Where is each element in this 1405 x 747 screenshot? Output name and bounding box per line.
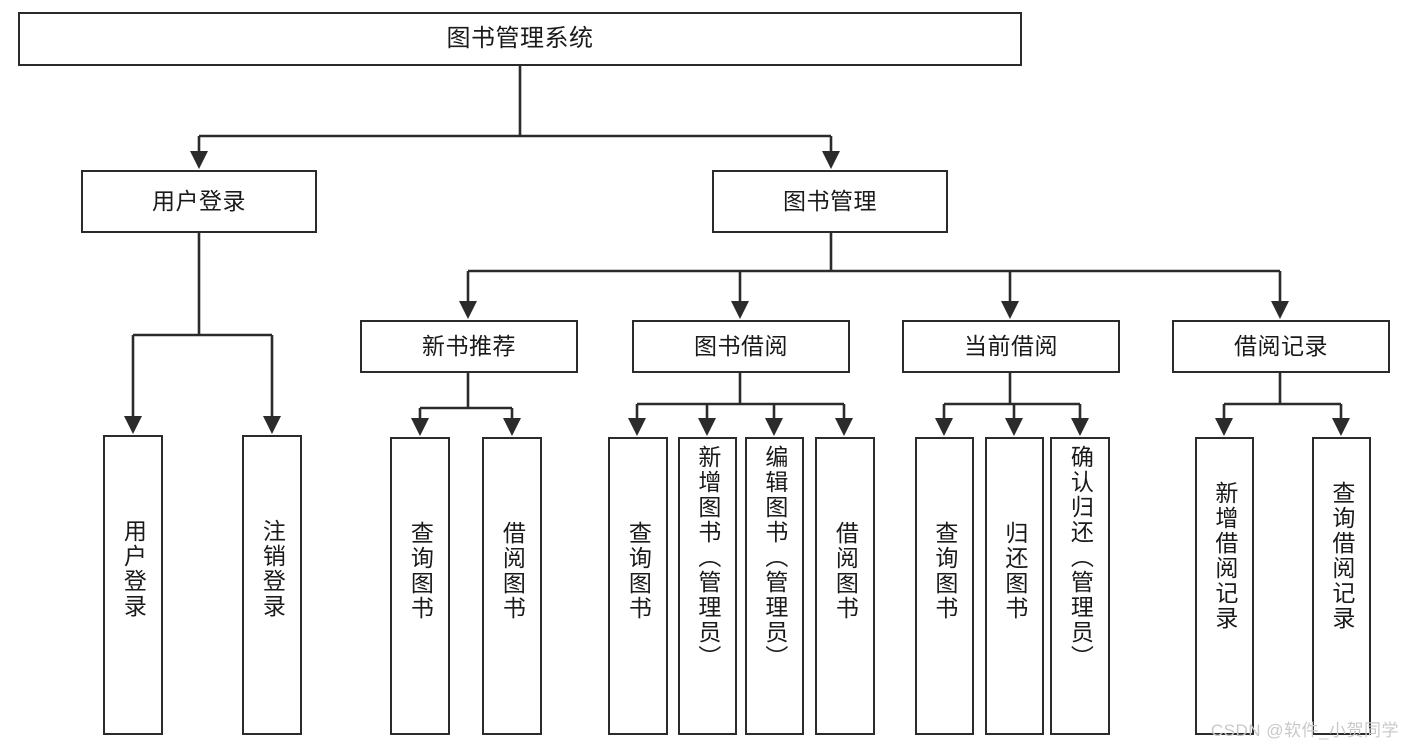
node-return-book[interactable]: 归还图书	[985, 437, 1044, 735]
node-label: 查询图书	[625, 521, 652, 621]
node-label: 查询借阅记录	[1328, 481, 1355, 631]
node-root-book-management-system[interactable]: 图书管理系统	[18, 12, 1022, 66]
node-user-login-leaf[interactable]: 用户登录	[103, 435, 163, 735]
node-label: 确认归还（管理员）	[1067, 445, 1094, 670]
node-label: 查询图书	[407, 521, 434, 621]
node-label: 图书管理	[783, 188, 877, 215]
watermark: CSDN @软件_小贺同学	[1210, 721, 1399, 740]
node-book-manage[interactable]: 图书管理	[712, 170, 948, 233]
node-label: 用户登录	[120, 519, 147, 619]
node-label: 借阅记录	[1234, 333, 1328, 360]
node-book-borrow[interactable]: 图书借阅	[632, 320, 850, 373]
node-label: 新书推荐	[422, 333, 516, 360]
node-edit-book-admin[interactable]: 编辑图书（管理员）	[745, 437, 804, 735]
node-query-book-borrow[interactable]: 查询图书	[608, 437, 668, 735]
node-label: 当前借阅	[964, 333, 1058, 360]
node-query-book-recommend[interactable]: 查询图书	[390, 437, 450, 735]
node-label: 图书借阅	[694, 333, 788, 360]
node-borrow-book-recommend[interactable]: 借阅图书	[482, 437, 542, 735]
node-label: 注销登录	[259, 519, 286, 619]
node-borrow-record[interactable]: 借阅记录	[1172, 320, 1390, 373]
node-label: 新增图书（管理员）	[694, 445, 721, 670]
node-label: 借阅图书	[832, 521, 859, 621]
node-query-book-current[interactable]: 查询图书	[915, 437, 974, 735]
node-label: 归还图书	[1001, 521, 1028, 621]
node-label: 新增借阅记录	[1211, 481, 1238, 631]
node-new-book-recommend[interactable]: 新书推荐	[360, 320, 578, 373]
node-label: 图书管理系统	[446, 25, 594, 53]
node-label: 借阅图书	[499, 521, 526, 621]
node-add-borrow-record[interactable]: 新增借阅记录	[1195, 437, 1254, 735]
node-borrow-book-borrow[interactable]: 借阅图书	[815, 437, 875, 735]
node-query-borrow-record[interactable]: 查询借阅记录	[1312, 437, 1371, 735]
node-current-borrow[interactable]: 当前借阅	[902, 320, 1120, 373]
node-add-book-admin[interactable]: 新增图书（管理员）	[678, 437, 737, 735]
node-label: 用户登录	[152, 188, 246, 215]
node-label: 编辑图书（管理员）	[761, 445, 788, 670]
node-confirm-return-admin[interactable]: 确认归还（管理员）	[1050, 437, 1110, 735]
node-user-login[interactable]: 用户登录	[81, 170, 317, 233]
node-label: 查询图书	[931, 521, 958, 621]
node-user-logout-leaf[interactable]: 注销登录	[242, 435, 302, 735]
